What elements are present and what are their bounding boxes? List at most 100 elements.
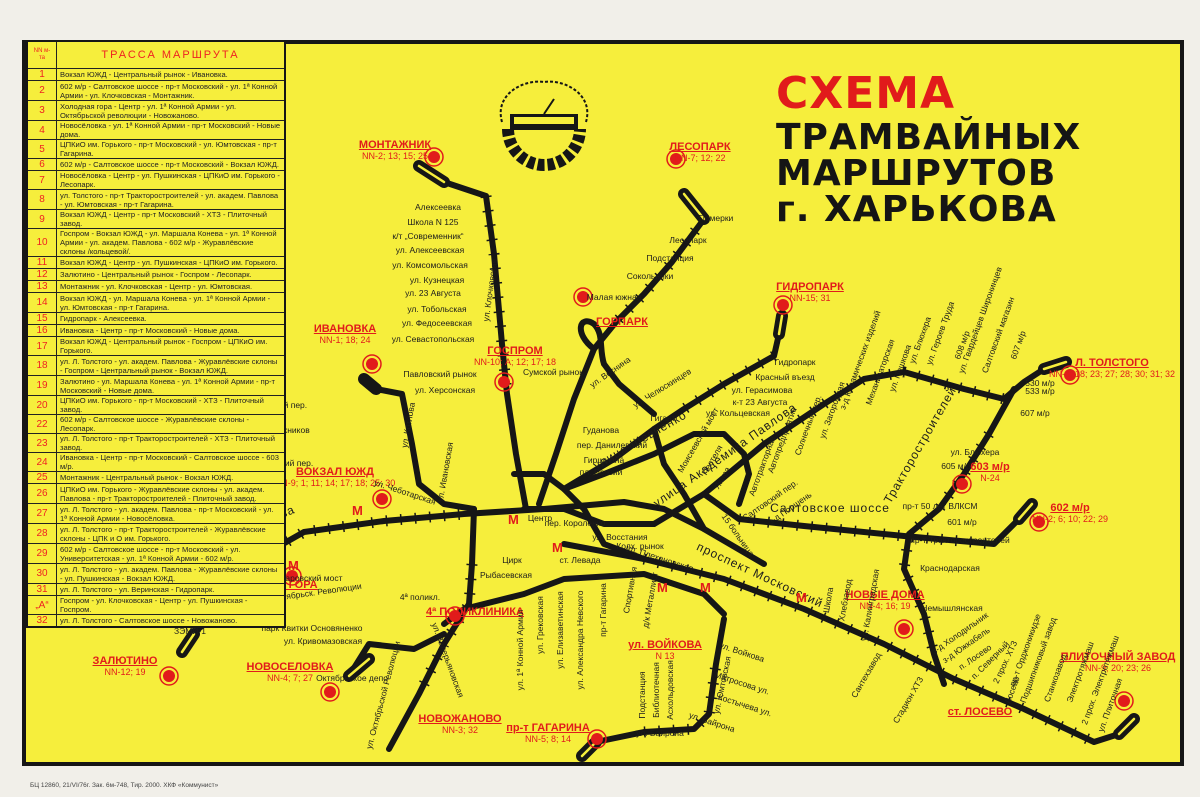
legend-header-number: NN м-та [26,40,57,69]
terminal-name: ЛЕСОПАРК [669,141,731,153]
line-ivanovka [373,386,477,512]
stop-label: Красный въезд [755,372,815,382]
stop-label: Гигант [650,413,676,423]
route-description: Ивановка - Центр - пр-т Московский - Сал… [56,452,286,472]
route-description: ЦПКиО им. Горького - пр-т Московский - у… [56,139,286,159]
route-number: 2 [26,80,57,101]
stop-label: Асхольдовская [665,660,675,720]
stop-label: Гуданова [582,425,620,435]
stop-label: Цирк [502,555,522,565]
terminal-name: ГОРПАРК [596,316,648,328]
metro-icon: М [700,580,711,595]
terminal-routes: N 13 [655,651,675,661]
route-number: 14 [26,292,57,313]
route-description: ЦПКиО им. Горького - пр-т Московский - Х… [56,395,286,415]
stop-label: ул. Восстания [592,532,648,542]
route-number: 27 [26,503,57,524]
stop-label: пр-т Гагарина [598,583,608,637]
stop-label: ул. Тобольская [407,304,467,314]
terminal-name: НОВЫЕ ДОМА [845,589,925,601]
route-description: ул. Л. Толстого - Салтовское шоссе - Нов… [56,614,286,628]
stop-label: Павловский рынок [403,369,477,379]
stop-label: ул. Херсонская [414,385,476,395]
route-number: 18 [26,355,57,376]
stop-label: пр-т Тракторостроителей [910,535,1010,545]
title-line-3: МАРШРУТОВ [776,153,1057,194]
route-number: 16 [26,324,57,337]
terminal-routes: N-24 [980,473,1000,483]
stop-label: парк Квитки Основяненко [261,623,363,633]
terminal-dot-icon [952,474,972,494]
route-description: ул. Л. Толстого - ул. академ. Павлова - … [56,503,286,524]
stop-label: Померки [698,213,734,223]
terminal-dot-icon [666,149,686,169]
terminal-dot-icon [1060,365,1080,385]
stop-label: ул. Герасимова [731,385,793,395]
route-number: 17 [26,336,57,356]
terminal-label: ГОРПАРК [596,316,648,328]
stop-label: ул. Кузнецкая [409,275,465,285]
stop-label: Школа N 125 [407,217,459,227]
stop-label: Подстанция [646,253,694,263]
route-description: Монтажник - Центральный рынок - Вокзал Ю… [56,471,286,484]
terminal-dot-icon [1029,512,1049,532]
route-description: ЦПКиО им. Горького - Журавлёвские склоны… [56,483,286,504]
terminal-name: ст. ЛОСЕВО [947,706,1013,718]
terminal-routes: NN-10; А; 12; 17; 18 [473,357,557,367]
route-number: 1 [26,68,57,81]
stop-label: ул. Елизаветинская [555,591,565,669]
route-number: 9 [26,209,57,229]
terminal-name: ВОКЗАЛ ЮЖД [296,466,374,478]
route-number: 8 [26,189,57,210]
route-description: Новосёловка - Центр - ул. Пушкинская - Ц… [56,170,286,190]
terminal-name: Л. ТОЛСТОГО [1075,357,1149,369]
route-description: Вокзал ЮЖД - Центр - пр-т Московский - Х… [56,209,286,229]
stop-label: Лесопарк [669,235,707,245]
terminal-dot-icon [372,489,392,509]
metro-icon: М [552,540,563,555]
route-description: Монтажник - ул. Клочковская - Центр - ул… [56,280,286,293]
stop-label: 533 м/р [1025,386,1055,396]
route-description: Вокзал ЮЖД - Центральный рынок - Ивановк… [56,68,286,81]
stop-label: ул. Байрона [636,728,684,738]
line-zhuravlevka [651,426,707,532]
metro-icon: М [796,590,807,605]
terminal-routes: NN-5; 8; 14 [524,734,572,744]
route-number: 11 [26,256,57,269]
route-number: 5 [26,139,57,159]
terminal-name: ЗАЛЮТИНО [92,655,158,667]
stop-label: пл. Поэзии [579,467,623,477]
route-description: Вокзал ЮЖД - Центр - ул. Пушкинская - ЦП… [56,256,286,269]
route-number: 6 [26,158,57,171]
stop-label: 605 м/р [941,461,971,471]
route-description: 602 м/р - Салтовское шоссе - пр-т Москов… [56,80,286,101]
stop-label: ул. Комсомольская [392,260,468,270]
terminal-routes: NN-12; 19 [104,667,146,677]
stop-label: Гидропарк [774,357,816,367]
line-konnoy-armii [441,571,727,627]
route-number: 26 [26,483,57,504]
stop-label: Гиршмана [583,455,625,465]
line-saltovskoe [701,491,1022,547]
line-ploshad [521,506,657,527]
stop-label: ул. Севастопольская [391,334,475,344]
